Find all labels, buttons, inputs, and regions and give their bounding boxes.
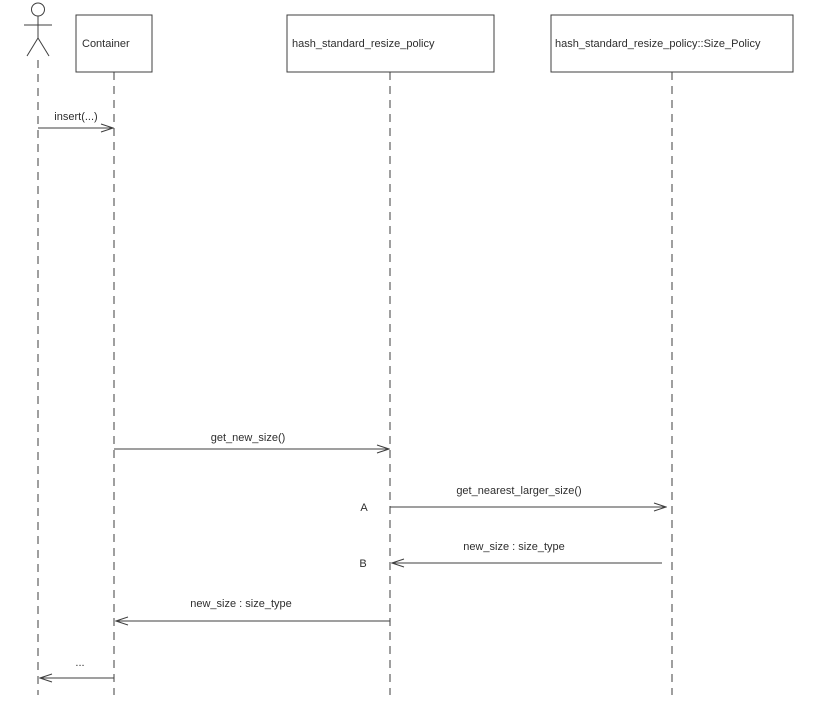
message-ellipsis-return: ... (40, 657, 114, 678)
actor-head (31, 2, 45, 17)
message-get-new-size-label: get_new_size() (211, 432, 286, 444)
participant-size-policy-label: hash_standard_resize_policy::Size_Policy (555, 38, 761, 50)
message-get-new-size: get_new_size() (114, 432, 389, 449)
participant-hash-standard-resize-policy-label: hash_standard_resize_policy (292, 38, 435, 50)
message-get-nearest-larger-size-label: get_nearest_larger_size() (456, 485, 581, 497)
participant-container: Container (75, 14, 153, 73)
actor-left-leg (26, 37, 39, 57)
message-ellipsis-return-label: ... (75, 657, 84, 669)
message-new-size-return-2: new_size : size_type (116, 598, 390, 621)
message-get-nearest-larger-size: A get_nearest_larger_size() (360, 485, 666, 514)
participant-size-policy-box (550, 14, 794, 73)
participant-hash-standard-resize-policy-box (286, 14, 495, 73)
participant-container-box (75, 14, 153, 73)
participant-hash-standard-resize-policy: hash_standard_resize_policy (286, 14, 495, 73)
actor-icon (24, 2, 52, 57)
message-new-size-return-1-label: new_size : size_type (463, 541, 565, 553)
message-marker-b: B (359, 558, 366, 570)
participant-size-policy: hash_standard_resize_policy::Size_Policy (550, 14, 794, 73)
message-insert-label: insert(...) (54, 111, 97, 123)
actor-right-leg (37, 37, 50, 57)
participant-container-label: Container (82, 38, 130, 50)
message-insert: insert(...) (38, 111, 113, 128)
message-marker-a: A (360, 502, 368, 514)
message-new-size-return-2-label: new_size : size_type (190, 598, 292, 610)
message-new-size-return-1: B new_size : size_type (359, 541, 662, 570)
